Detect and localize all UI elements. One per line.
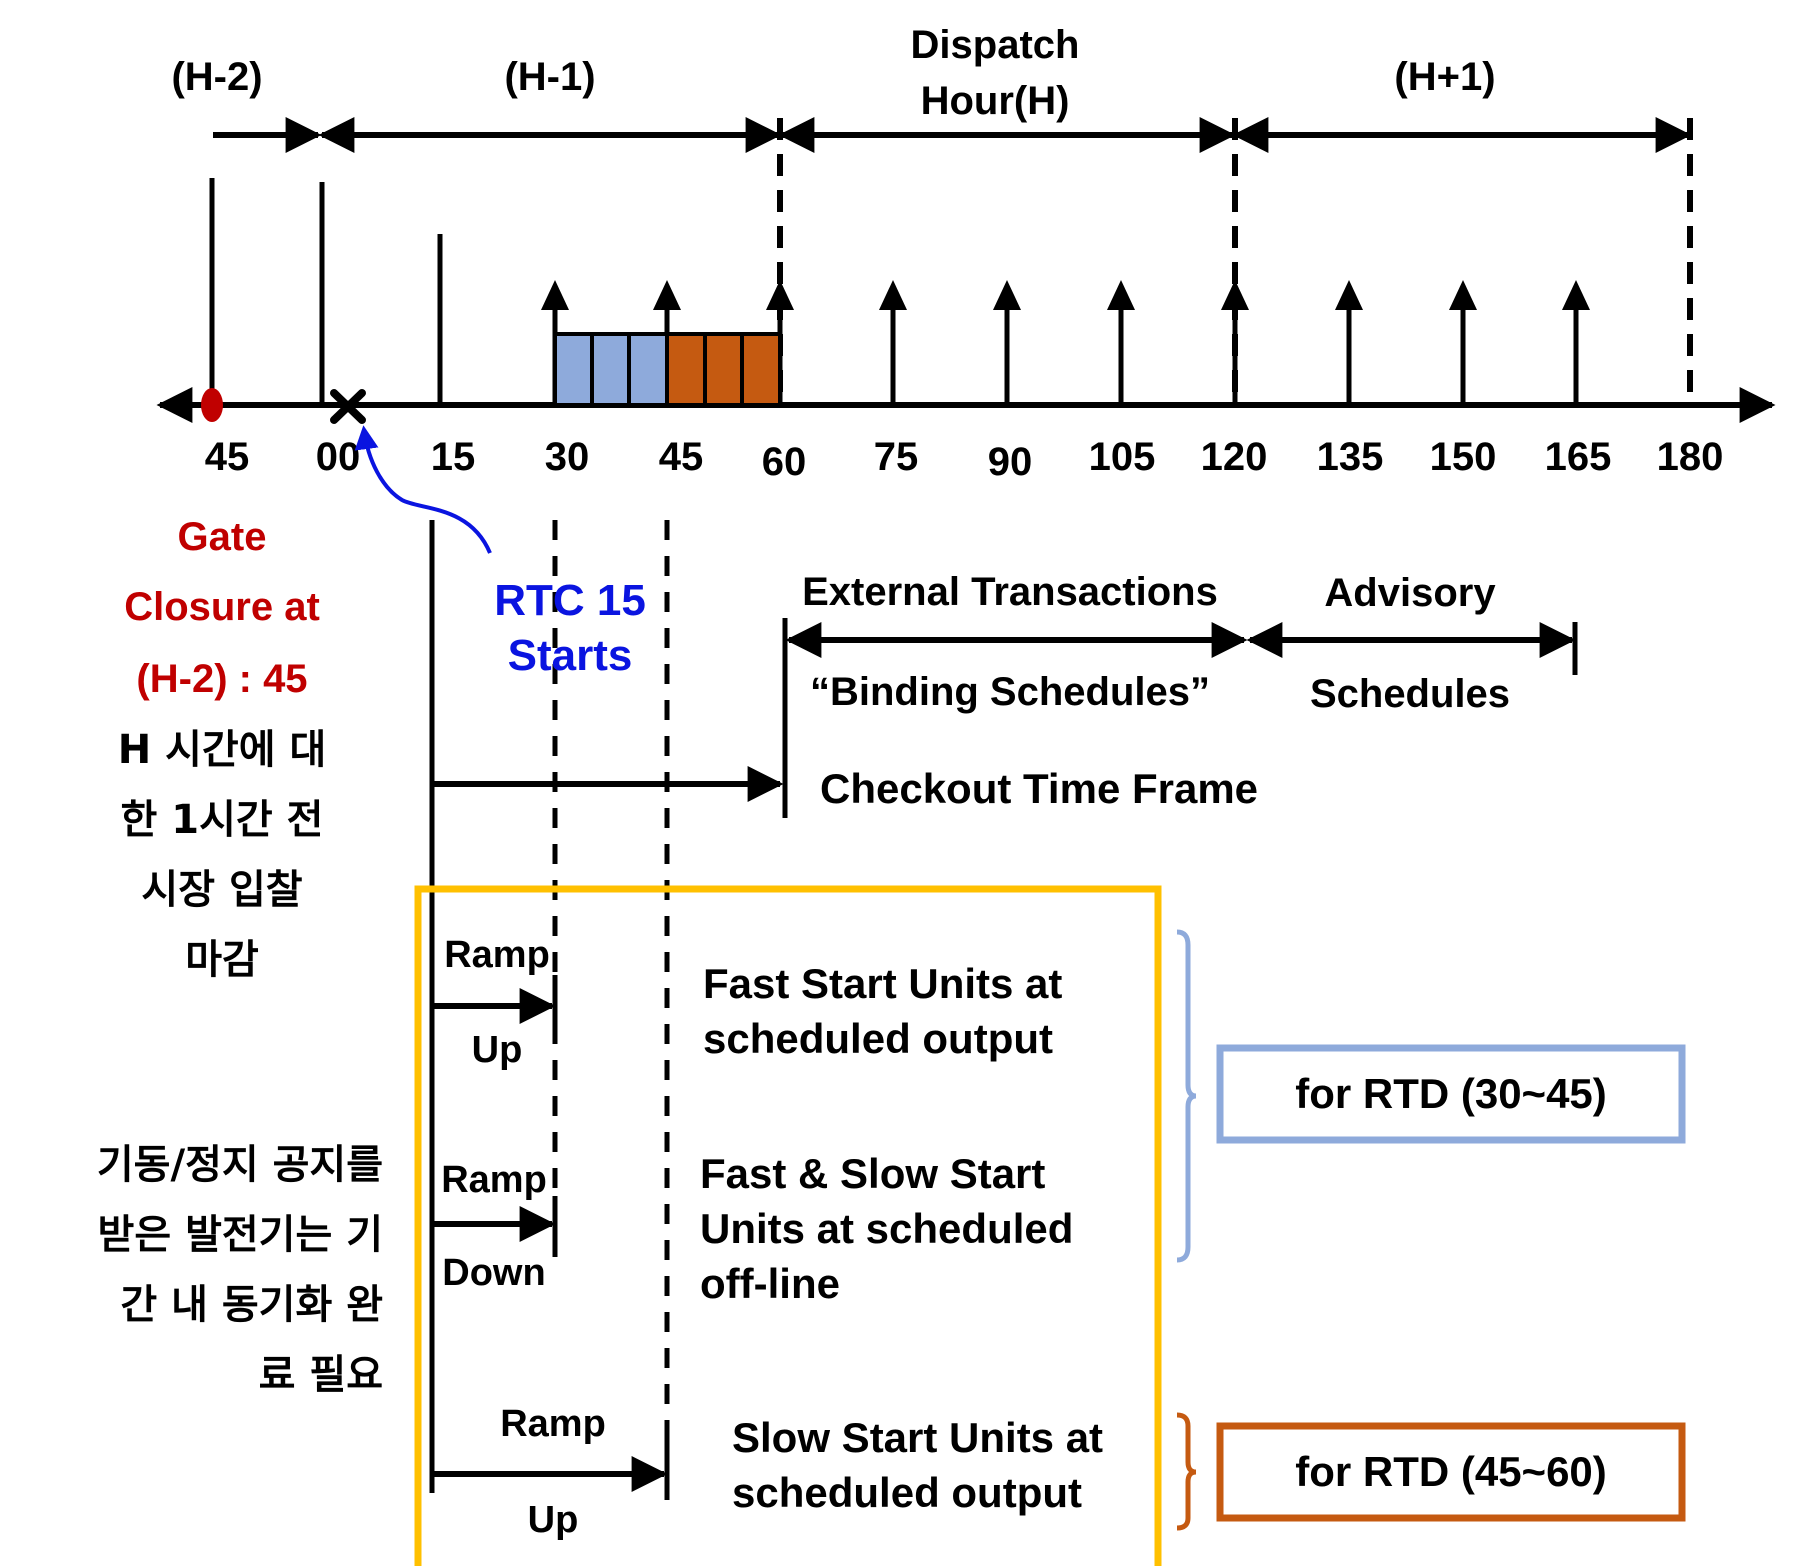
fast-slow-line2: Units at scheduled	[700, 1205, 1073, 1252]
tick-label: 165	[1545, 435, 1612, 479]
rtd-30-45-label: for RTD (30~45)	[1295, 1070, 1607, 1117]
gate-label-line1: Gate	[178, 515, 267, 559]
rtd-interval-blocks	[553, 332, 782, 407]
advisory-label: Advisory	[1324, 571, 1496, 615]
tick-label: 45	[205, 435, 250, 479]
tick-label: 15	[431, 435, 476, 479]
interval-block-orange	[665, 332, 707, 407]
rtd-30-45-bracket	[1176, 929, 1197, 1263]
fast-slow-line1: Fast & Slow Start	[700, 1150, 1045, 1197]
tick-label: 60	[762, 440, 807, 484]
gate-note-kr-line3: 시장 입찰	[141, 867, 302, 913]
interval-block-blue	[590, 332, 631, 407]
rtc-run-arrow	[1221, 280, 1249, 405]
period-h-minus-2: (H-2)	[171, 55, 262, 99]
slow-start-line1: Slow Start Units at	[732, 1414, 1103, 1461]
tick-label: 180	[1657, 435, 1724, 479]
gate-note-kr-line4: 마감	[185, 937, 259, 983]
rtd-45-60-box	[1216, 1422, 1686, 1522]
tick-label: 105	[1089, 435, 1156, 479]
tick-label: 135	[1317, 435, 1384, 479]
tick-label: 30	[545, 435, 590, 479]
interval-block-blue	[627, 332, 669, 407]
ramp-down-top: Ramp	[441, 1159, 547, 1201]
slow-start-line2: scheduled output	[732, 1469, 1082, 1516]
fast-start-line1: Fast Start Units at	[703, 960, 1062, 1007]
sync-note-kr-line2: 받은 발전기는 기	[98, 1212, 383, 1258]
period-h-minus-1: (H-1)	[504, 55, 595, 99]
ramp-down-bottom: Down	[442, 1252, 545, 1294]
rtc-run-arrow	[993, 280, 1021, 405]
rtc-run-arrow	[879, 280, 907, 405]
ramp-up-1-bottom: Up	[472, 1029, 523, 1071]
gate-label-line2: Closure at	[124, 585, 320, 629]
interval-block-orange	[740, 332, 782, 407]
rtc-run-arrow	[1107, 280, 1135, 405]
external-transactions-label: External Transactions	[802, 570, 1218, 614]
tick-label: 120	[1201, 435, 1268, 479]
sync-note-kr-line3: 간 내 동기화 완	[120, 1282, 383, 1328]
tick-label: 150	[1430, 435, 1497, 479]
interval-block-blue	[553, 332, 594, 407]
rtc-label-line1: RTC 15	[494, 576, 646, 625]
ramp-up-2-bottom: Up	[528, 1499, 579, 1541]
period-h-plus-1: (H+1)	[1394, 55, 1495, 99]
binding-schedules-label: “Binding Schedules”	[810, 670, 1210, 714]
tick-label: 00	[316, 435, 361, 479]
fast-slow-line3: off-line	[700, 1260, 840, 1307]
advisory-schedules-label: Schedules	[1310, 672, 1510, 716]
rtd-45-60-label: for RTD (45~60)	[1295, 1448, 1607, 1495]
rtc-label-line2: Starts	[508, 631, 633, 680]
rtd-45-60-bracket	[1176, 1412, 1197, 1531]
period-dispatch-line2: Hour(H)	[921, 79, 1070, 123]
checkout-label: Checkout Time Frame	[820, 765, 1258, 812]
tick-label: 90	[988, 440, 1033, 484]
tick-label: 75	[874, 435, 919, 479]
unit-status-box	[414, 885, 1162, 1566]
gate-label-line3: (H-2) : 45	[136, 657, 307, 701]
tick-labels: 45 00 15 30 45 60 75 90 105 120 135 150 165 180	[205, 435, 1724, 484]
rtc-run-arrow	[1335, 280, 1363, 405]
rtc-run-arrow	[1449, 280, 1477, 405]
fast-start-line2: scheduled output	[703, 1015, 1053, 1062]
rtc-run-arrow	[1562, 280, 1590, 405]
gate-note-kr-line2: 한 1시간 전	[121, 797, 324, 843]
sync-note-kr-line4: 료 필요	[259, 1352, 383, 1398]
period-dispatch-line1: Dispatch	[911, 23, 1080, 67]
interval-block-orange	[703, 332, 744, 407]
gate-closure-dot	[201, 388, 223, 422]
ramp-up-2-top: Ramp	[500, 1403, 606, 1445]
gate-note-kr-line1: H 시간에 대	[118, 727, 327, 773]
sync-note-kr-line1: 기동/정지 공지를	[97, 1142, 383, 1188]
rtc-start-x-marker	[330, 389, 366, 424]
rtd-30-45-box	[1216, 1044, 1686, 1144]
tick-label: 45	[659, 435, 704, 479]
rtc-start-pointer-arrow	[354, 425, 492, 554]
ramp-up-1-top: Ramp	[444, 934, 550, 976]
